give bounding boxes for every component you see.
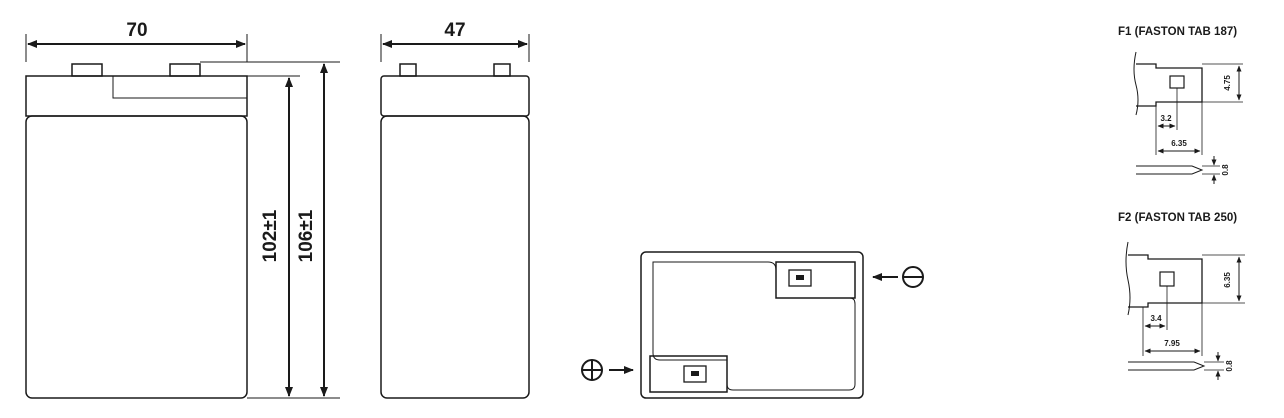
positive-terminal (649, 355, 728, 393)
inner-height-label: 102±1 (260, 209, 281, 262)
f1-height-label: 4.75 (1223, 75, 1232, 91)
f1-title: F1 (FASTON TAB 187) (1118, 26, 1237, 38)
side-body (380, 115, 530, 399)
f2-hole-label: 3.4 (1150, 314, 1162, 323)
top-outline (640, 251, 864, 399)
side-width-label: 47 (444, 20, 465, 41)
f1-width-label: 6.35 (1171, 139, 1187, 148)
f2-thickness-label: 0.8 (1225, 360, 1234, 372)
negative-symbol-icon (902, 266, 924, 288)
f2-title: F2 (FASTON TAB 250) (1118, 212, 1237, 224)
f2-height-label: 6.35 (1223, 272, 1232, 288)
side-lid (380, 75, 530, 117)
front-body (25, 115, 248, 399)
side-view: 47 (380, 20, 530, 399)
front-view: 70 102±1 106±1 (25, 20, 340, 399)
f2-width-label: 7.95 (1164, 339, 1180, 348)
top-view (581, 251, 924, 399)
f1-thickness-label: 0.8 (1221, 164, 1230, 176)
f1-detail: F1 (FASTON TAB 187) 4.75 3.2 6.35 0.8 (1118, 26, 1243, 184)
f1-hole-label: 3.2 (1160, 114, 1172, 123)
front-lid (25, 75, 248, 117)
positive-symbol-icon (581, 359, 603, 381)
f2-detail: F2 (FASTON TAB 250) 6.35 3.4 7.95 0.8 (1118, 212, 1245, 380)
negative-terminal (775, 261, 856, 299)
total-height-label: 106±1 (296, 209, 317, 262)
front-width-label: 70 (126, 20, 147, 41)
